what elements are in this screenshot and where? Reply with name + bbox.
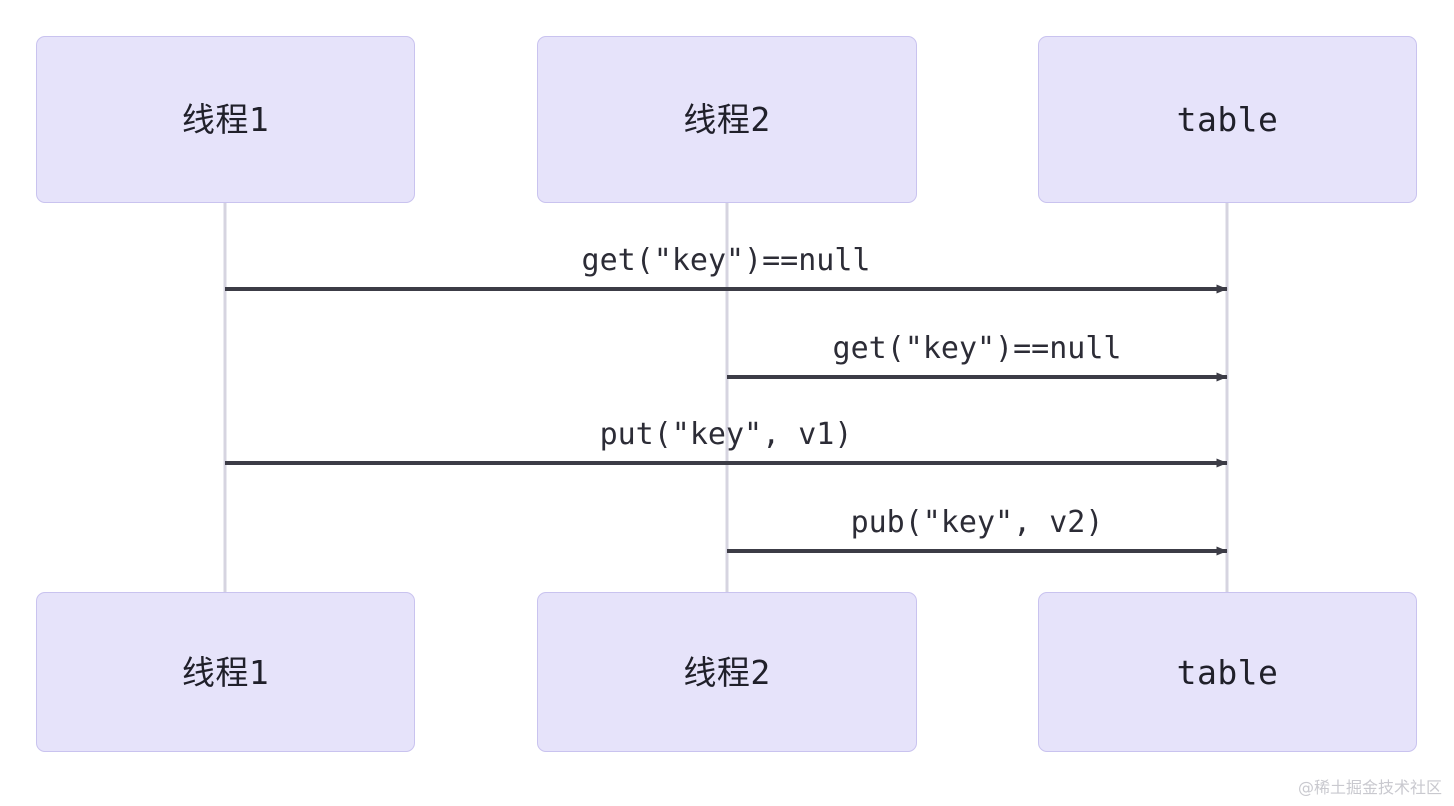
participant-label-thread1-top: 线程1 (181, 100, 270, 139)
message-label-m3: put("key", v1) (599, 417, 853, 452)
participant-label-thread2-bottom: 线程2 (683, 652, 771, 692)
participant-label-table-bottom: table (1176, 652, 1279, 692)
message-label-m2: get("key")==null (832, 331, 1122, 366)
participant-label-thread2-top: 线程2 (683, 100, 771, 139)
participant-label-table-top: table (1176, 100, 1279, 139)
watermark: @稀土掘金技术社区 (1297, 778, 1442, 797)
participant-box-thread2-top[interactable]: 线程2 (537, 36, 917, 203)
participant-label-thread1-bottom: 线程1 (181, 652, 270, 692)
participant-box-table-top[interactable]: table (1038, 36, 1417, 203)
participant-box-thread1-top[interactable]: 线程1 (36, 36, 415, 203)
lifelines-group (223, 203, 1229, 592)
participant-box-thread1-bottom[interactable]: 线程1 (36, 592, 415, 752)
message-label-m1: get("key")==null (581, 243, 871, 278)
participant-box-thread2-bottom[interactable]: 线程2 (537, 592, 917, 752)
message-label-m4: pub("key", v2) (850, 505, 1104, 540)
participant-box-table-bottom[interactable]: table (1038, 592, 1417, 752)
message-arrows-group (225, 284, 1228, 556)
